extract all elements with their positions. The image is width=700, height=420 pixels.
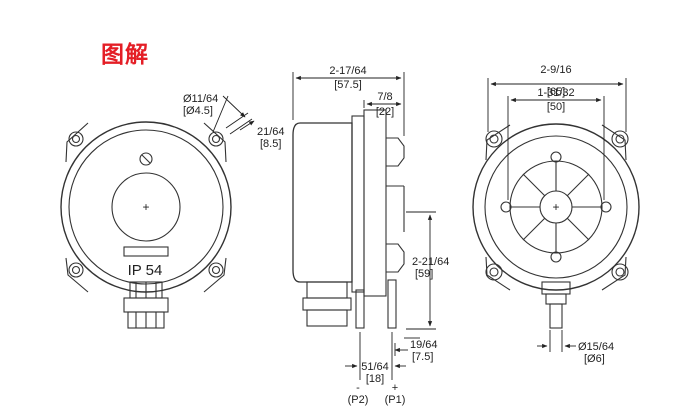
hole-offset-metric: [8.5] [260,138,281,150]
port-gap-fraction: 51/64 [361,361,389,373]
port-p2-name: (P2) [348,394,369,406]
front-cable-gland [123,281,169,329]
rear-port [541,281,571,329]
port-p1-tube [387,279,397,329]
hole-diameter-fraction: Ø11/64 [183,93,218,105]
flange-depth-metric: [22] [376,106,394,118]
hole-offset-fraction: 21/64 [257,126,285,138]
side-cable-gland [302,281,352,327]
front-cover-screw [139,152,153,166]
side-lower-port [386,243,405,273]
front-rating-label: IP 54 [128,262,163,279]
rear-hub-holes [500,151,612,263]
flange-depth-fraction: 7/8 [377,91,392,103]
front-dimension-lines [212,95,255,135]
rear-view [472,78,640,352]
hole-diameter-metric: [Ø4.5] [183,105,213,117]
side-housing-body [292,122,353,283]
outer-width-fraction: 2-9/16 [540,64,571,76]
port-p2-sign: - [356,382,360,394]
front-mounting-lugs [65,122,227,293]
front-view [60,95,255,329]
page-heading: 图解 [101,42,149,68]
port-p1-name: (P1) [385,394,406,406]
rear-dimension-lines [487,78,627,352]
front-center-mark: + [142,200,149,214]
port-diameter-metric: [Ø6] [584,353,605,365]
port-p2-tube [355,289,365,329]
side-view [292,72,436,380]
rear-housing-ring [484,135,628,279]
side-housing-rim [351,115,365,293]
side-upper-port [386,137,405,167]
port-spacing-metric: [59] [415,268,433,280]
inner-width-metric: [50] [547,101,565,113]
rear-hub-spokes [510,161,602,253]
rear-housing-outer [472,123,640,291]
front-label-plate [123,246,169,257]
outer-width-metric: [65] [547,86,565,98]
inner-width-fraction: 1-31/32 [537,87,574,99]
overall-depth-fraction: 2-17/64 [329,65,366,77]
port-diameter-fraction: Ø15/64 [578,341,614,353]
rear-mounting-lugs [485,124,629,291]
overall-depth-metric: [57.5] [334,79,362,91]
side-flange [363,109,387,297]
front-cover-dial [111,172,181,242]
port-offset-metric: [7.5] [412,351,433,363]
port-offset-fraction: 19/64 [410,339,438,351]
port-gap-metric: [18] [366,373,384,385]
side-dimension-lines [292,72,436,380]
rear-center-mark: + [552,200,559,214]
port-spacing-fraction: 2-21/64 [412,256,449,268]
port-p1-sign: + [392,382,398,394]
